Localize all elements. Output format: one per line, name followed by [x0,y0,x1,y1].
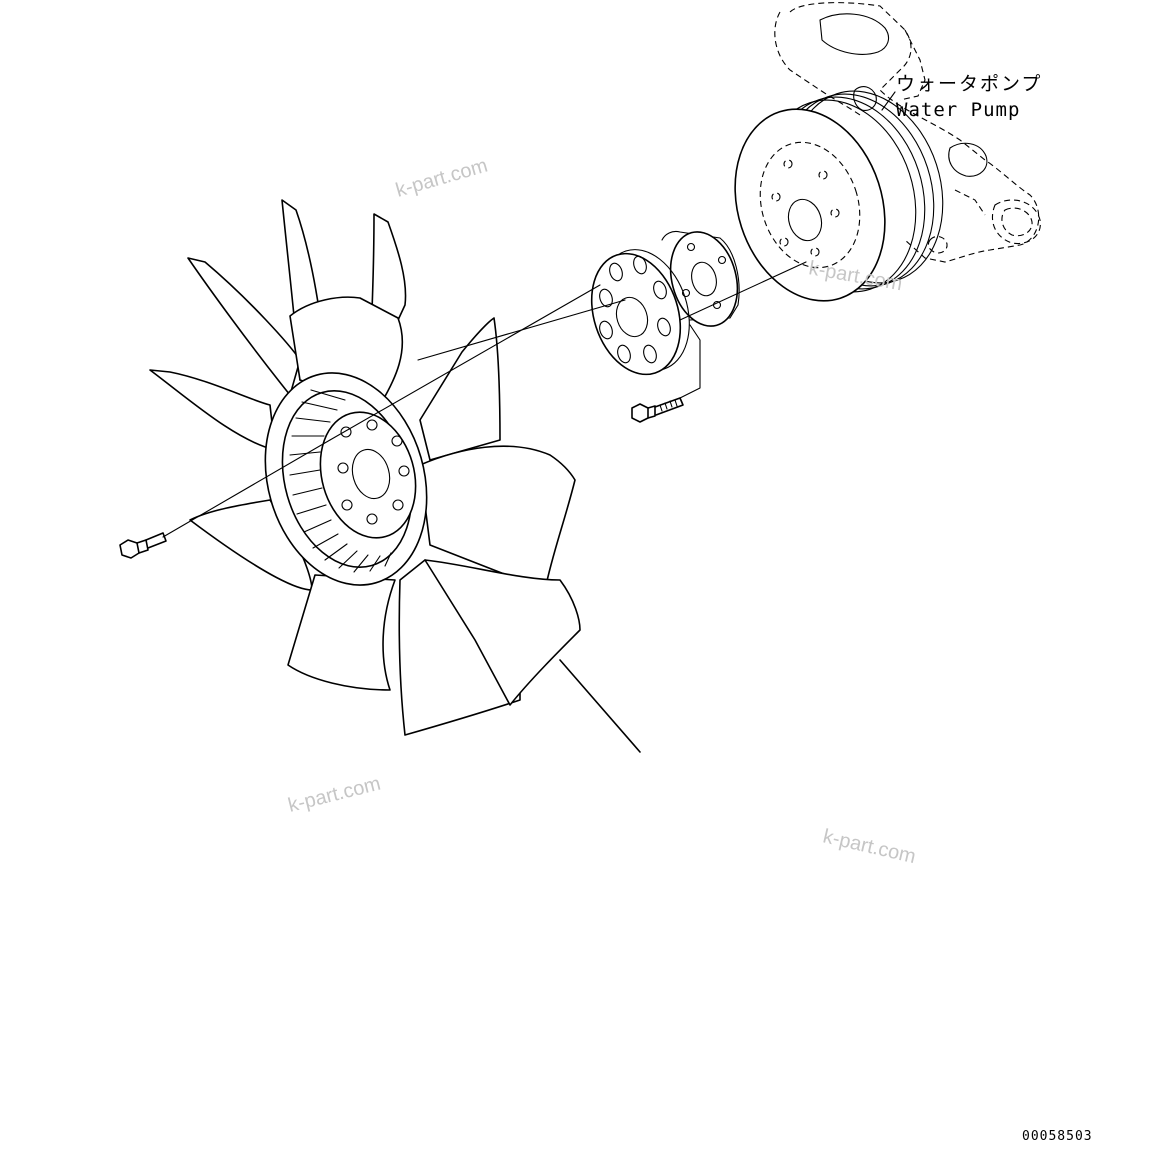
water-pump-label-en: Water Pump [896,99,1020,121]
document-number: 00058503 [1022,1129,1093,1144]
assembly-line-1 [162,439,331,538]
watermark: k-part.com [286,773,383,817]
hub-ribs [289,389,392,573]
water-pump [734,2,1041,302]
fan-spacer [661,230,740,327]
assembly-line-5 [679,324,701,399]
assembly-line-2 [329,284,601,441]
assembly-line-4 [679,261,807,321]
assembly-line-3 [417,299,626,361]
fan-adapter-plate [590,249,690,376]
leader-water-pump [881,91,896,111]
watermark: k-part.com [393,155,490,202]
watermark: k-part.com [821,825,918,868]
cooling-fan [149,199,641,753]
water-pump-label-jp: ウォータポンプ [896,73,1042,95]
fan-bolt [119,532,167,559]
spacer-bolt [631,397,684,423]
